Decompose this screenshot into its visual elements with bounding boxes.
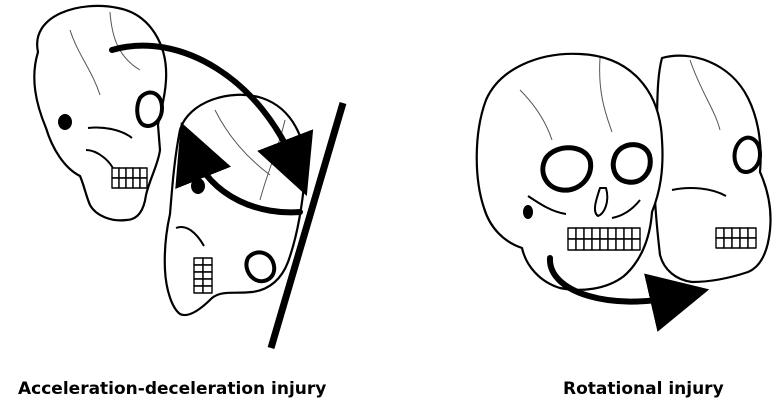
caption-acceleration-deceleration: Acceleration-deceleration injury [18,379,327,399]
acceleration-panel [33,4,347,349]
curved-arrow-icon [546,255,710,332]
skull-tilted-icon [163,93,307,317]
rotational-panel [475,52,772,332]
curved-arrow-icon [175,122,303,216]
caption-rotational: Rotational injury [563,379,724,399]
skull-front-icon [475,52,664,291]
skull-side-icon [33,4,168,222]
skull-side-icon [653,54,772,284]
impact-wall-icon [267,102,347,349]
curved-arrow-icon [109,42,314,196]
